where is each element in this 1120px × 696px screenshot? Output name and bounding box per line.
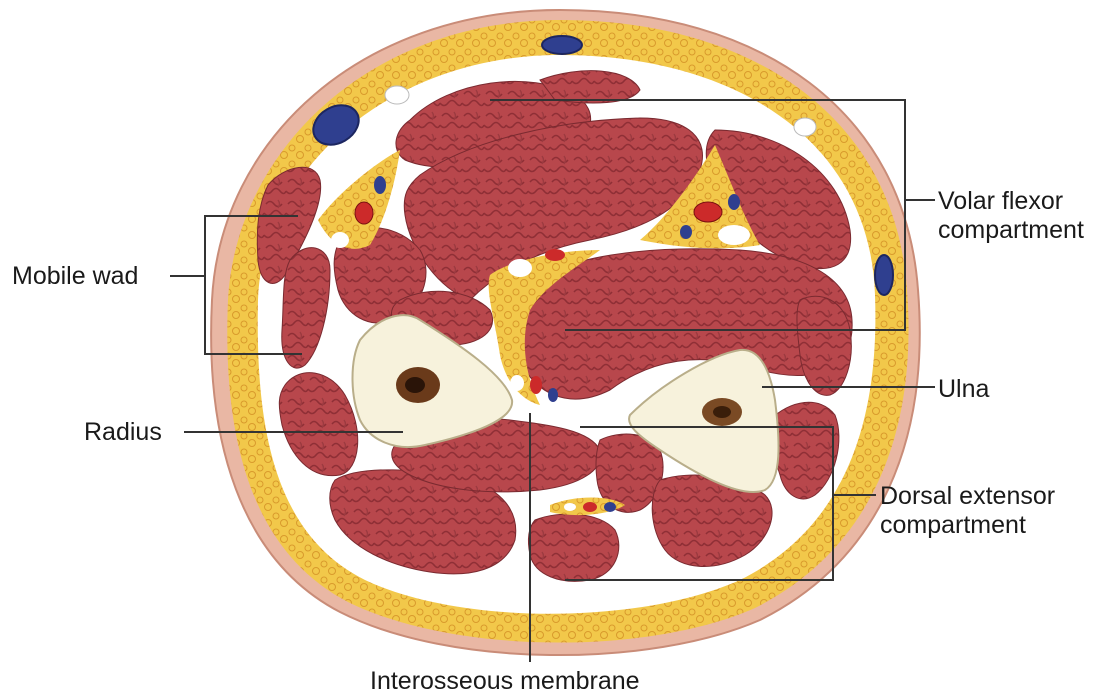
interosseous-nerve bbox=[510, 375, 524, 391]
vein-basilic bbox=[875, 255, 893, 295]
label-volar-flexor-compartment: Volar flexor compartment bbox=[938, 187, 1084, 245]
posterior-nerve bbox=[564, 503, 576, 511]
label-ulna: Ulna bbox=[938, 375, 989, 404]
ulnar-vein bbox=[728, 194, 740, 210]
median-artery bbox=[545, 249, 565, 261]
ulnar-nerve bbox=[718, 225, 750, 245]
ulnar-vein-2 bbox=[680, 225, 692, 239]
radial-vein bbox=[374, 176, 386, 194]
label-volar-flexor-line1: Volar flexor bbox=[938, 187, 1084, 216]
label-mobile-wad: Mobile wad bbox=[12, 262, 138, 291]
ulnar-artery bbox=[694, 202, 722, 222]
label-radius: Radius bbox=[84, 418, 162, 447]
vein-superficial-top bbox=[542, 36, 582, 54]
nerve-superficial-right bbox=[794, 118, 816, 136]
label-interosseous-membrane: Interosseous membrane bbox=[370, 667, 640, 696]
interosseous-artery bbox=[530, 376, 542, 394]
label-dorsal-extensor-line1: Dorsal extensor bbox=[880, 482, 1055, 511]
label-dorsal-extensor-line2: compartment bbox=[880, 511, 1055, 540]
posterior-vein bbox=[604, 502, 616, 512]
radial-nerve bbox=[331, 232, 349, 248]
label-volar-flexor-line2: compartment bbox=[938, 216, 1084, 245]
ulna-marrow-center bbox=[713, 406, 731, 418]
radial-artery bbox=[355, 202, 373, 224]
nerve-superficial-top bbox=[385, 86, 409, 104]
interosseous-vein bbox=[548, 388, 558, 402]
posterior-artery bbox=[583, 502, 597, 512]
muscle-extensor-bottom bbox=[528, 514, 618, 581]
median-nerve bbox=[508, 259, 532, 277]
radius-marrow-center bbox=[405, 377, 425, 393]
label-dorsal-extensor-compartment: Dorsal extensor compartment bbox=[880, 482, 1055, 540]
